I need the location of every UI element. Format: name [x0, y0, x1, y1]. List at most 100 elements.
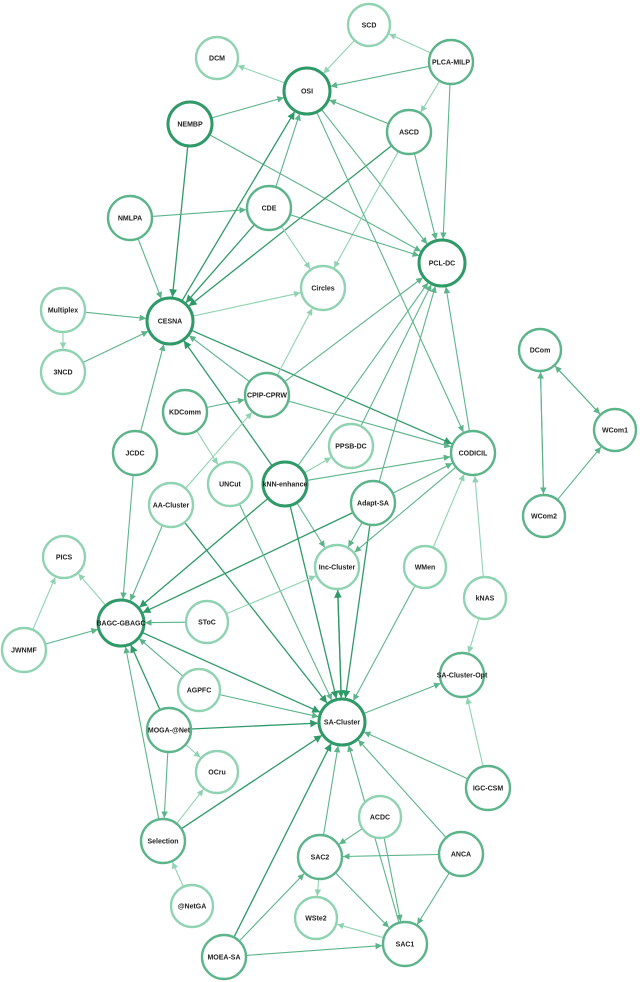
node-knas[interactable]: kNAS — [462, 575, 508, 621]
node-pcl-dc[interactable]: PCL-DC — [417, 238, 467, 288]
node-circle[interactable] — [39, 286, 87, 334]
node-circle[interactable] — [385, 108, 433, 156]
node-codicil[interactable]: CODICIL — [449, 429, 497, 477]
edge-cesna-to-circles — [192, 290, 301, 317]
edge-sa-cluster-to-inc-cluster — [334, 589, 342, 700]
node-cde[interactable]: CDE — [245, 184, 293, 232]
node-circle[interactable] — [145, 296, 195, 346]
node-dcom[interactable]: DCom — [517, 327, 563, 373]
node-plca-milp[interactable]: PLCA-MILP — [427, 38, 475, 86]
node-circle[interactable] — [464, 764, 512, 812]
node-circle[interactable] — [293, 895, 339, 941]
node-circle[interactable] — [194, 35, 240, 81]
node-wcom2[interactable]: WCom2 — [521, 493, 567, 539]
node-circle[interactable] — [438, 651, 486, 699]
node-circle[interactable] — [111, 429, 159, 477]
node-scd[interactable]: SCD — [346, 2, 392, 48]
node-jwnmf[interactable]: JWNMF — [0, 626, 48, 674]
node-circle[interactable] — [521, 493, 567, 539]
node-stoc[interactable]: SToC — [184, 599, 230, 645]
node-circle[interactable] — [245, 184, 293, 232]
node-ppsb-dc[interactable]: PPSB-DC — [327, 422, 375, 470]
node-uncut[interactable]: UNCut — [206, 460, 254, 508]
node-circle[interactable] — [206, 460, 254, 508]
node-acdc[interactable]: ACDC — [357, 794, 403, 840]
node-kdcomm[interactable]: KDComm — [161, 388, 209, 436]
node-circles[interactable]: Circles — [299, 264, 347, 312]
node-circle[interactable] — [41, 534, 87, 580]
node-igc-csm[interactable]: IGC-CSM — [464, 764, 512, 812]
node-multiplex[interactable]: Multiplex — [39, 286, 87, 334]
node-aa-cluster[interactable]: AA-Cluster — [147, 481, 195, 529]
node-circle[interactable] — [462, 575, 508, 621]
node-circle[interactable] — [417, 238, 467, 288]
node-nembp[interactable]: NEMBP — [166, 100, 214, 148]
node-adapt-sa[interactable]: Adapt-SA — [349, 479, 397, 527]
node-circle[interactable] — [282, 66, 332, 116]
node-circle[interactable] — [349, 479, 397, 527]
node-circle[interactable] — [449, 429, 497, 477]
node-circle[interactable] — [592, 407, 638, 453]
node-inc-cluster[interactable]: Inc-Cluster — [313, 543, 361, 591]
node-circle[interactable] — [161, 388, 209, 436]
node-circle[interactable] — [106, 194, 154, 242]
node-label: @NetGA — [178, 904, 207, 911]
edge-stoc-to-inc-cluster — [226, 575, 317, 615]
node-cpip-cprw[interactable]: CPIP-CPRW — [243, 371, 291, 419]
node-3ncd[interactable]: 3NCD — [39, 348, 87, 396]
node-circle[interactable] — [184, 599, 230, 645]
node-circle[interactable] — [96, 598, 146, 648]
node-cesna[interactable]: CESNA — [145, 296, 195, 346]
node-selection[interactable]: Selection — [139, 817, 187, 865]
node-circle[interactable] — [145, 706, 193, 754]
node-agpfc[interactable]: AGPFC — [176, 667, 222, 713]
node-circle[interactable] — [200, 933, 248, 981]
node-circle[interactable] — [357, 794, 403, 840]
node-wcom1[interactable]: WCom1 — [592, 407, 638, 453]
node-circle[interactable] — [176, 667, 222, 713]
node-circle[interactable] — [427, 38, 475, 86]
node-circle[interactable] — [313, 543, 361, 591]
edge-adapt-sa-to-inc-cluster — [347, 521, 363, 548]
node-circle[interactable] — [139, 817, 187, 865]
node-circle[interactable] — [261, 460, 309, 508]
node-nmlpa[interactable]: NMLPA — [106, 194, 154, 242]
node-moea-sa[interactable]: MOEA-SA — [200, 933, 248, 981]
node-osi[interactable]: OSI — [282, 66, 332, 116]
node-anca[interactable]: ANCA — [437, 830, 485, 878]
node-dcm[interactable]: DCM — [194, 35, 240, 81]
node-pics[interactable]: PICS — [41, 534, 87, 580]
node-circle[interactable] — [296, 833, 344, 881]
node-circle[interactable] — [166, 100, 214, 148]
node-netga[interactable]: @NetGA — [169, 883, 215, 929]
node-circle[interactable] — [39, 348, 87, 396]
edge-moga-net-to-ocru — [185, 744, 201, 758]
node-circle[interactable] — [402, 544, 448, 590]
node-circle[interactable] — [317, 697, 367, 747]
node-wmen[interactable]: WMen — [402, 544, 448, 590]
node-sac2[interactable]: SAC2 — [296, 833, 344, 881]
node-circle[interactable] — [243, 371, 291, 419]
node-jcdc[interactable]: JCDC — [111, 429, 159, 477]
edge-cde-to-cesna — [185, 224, 255, 304]
node-bagc-gbagc[interactable]: BAGC-GBAGC — [96, 598, 146, 648]
node-circle[interactable] — [299, 264, 347, 312]
node-circle[interactable] — [147, 481, 195, 529]
node-ascd[interactable]: ASCD — [385, 108, 433, 156]
node-circle[interactable] — [194, 749, 240, 795]
node-sac1[interactable]: SAC1 — [381, 920, 429, 968]
node-circle[interactable] — [0, 626, 48, 674]
edge-moea-sa-to-sac2 — [238, 873, 305, 942]
node-circle[interactable] — [346, 2, 392, 48]
node-sa-cluster-opt[interactable]: SA-Cluster-Opt — [437, 651, 488, 699]
node-ocru[interactable]: OCru — [194, 749, 240, 795]
node-wste2[interactable]: WSte2 — [293, 895, 339, 941]
node-circle[interactable] — [437, 830, 485, 878]
node-sa-cluster[interactable]: SA-Cluster — [317, 697, 367, 747]
node-circle[interactable] — [517, 327, 563, 373]
node-moga-net[interactable]: MOGA-@Net — [145, 706, 193, 754]
node-knn-enhance[interactable]: kNN-enhance — [261, 460, 309, 508]
node-circle[interactable] — [169, 883, 215, 929]
node-circle[interactable] — [381, 920, 429, 968]
node-circle[interactable] — [327, 422, 375, 470]
